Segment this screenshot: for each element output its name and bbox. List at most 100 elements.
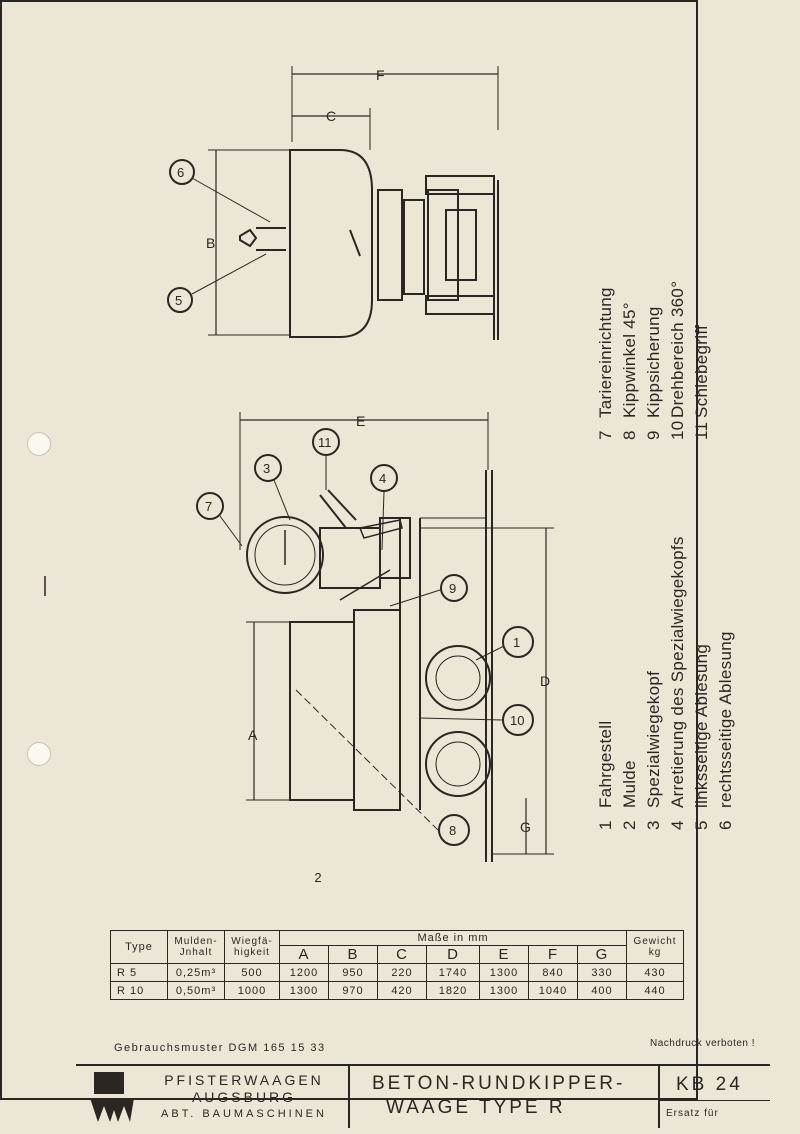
- header-masse: Maße in mm: [279, 930, 627, 946]
- legend-number: 8: [620, 430, 639, 440]
- header-dim-e: E: [479, 945, 529, 964]
- technical-drawing: F C B 6 5 E 3 4 7 11: [167, 66, 554, 862]
- punch-hole: [27, 742, 51, 766]
- header-dim-f: F: [528, 945, 578, 964]
- legend-item: 7Tariereinrichtung: [596, 287, 616, 440]
- table-cell: 420: [377, 981, 427, 1000]
- header-wiegefaehigkeit: Wiegfä- higkeit: [224, 930, 280, 964]
- legend-number: 11: [692, 421, 711, 440]
- legend-number: 9: [644, 430, 663, 440]
- company-name: PFISTERWAAGEN AUGSBURG ABT. BAUMASCHINEN: [142, 1066, 346, 1128]
- table-cell: 0,50m³: [167, 981, 225, 1000]
- header-dim-c: C: [377, 945, 427, 964]
- callout-5: 5: [175, 293, 182, 308]
- title-block: PFISTERWAAGEN AUGSBURG ABT. BAUMASCHINEN…: [76, 1064, 770, 1128]
- legend-item: 5 linksseitige Ablesung: [692, 644, 712, 830]
- table-cell: 500: [224, 963, 280, 982]
- header-type: Type: [110, 930, 168, 964]
- legend-item: 8 Kippwinkel 45°: [620, 302, 640, 440]
- callout-3: 3: [263, 461, 270, 476]
- legend-text: Kippwinkel 45°: [620, 302, 639, 418]
- legend-text: linksseitige Ablesung: [692, 643, 711, 808]
- legend-text: Spezialwiegekopf: [644, 670, 663, 808]
- legend-item: 1Fahrgestell: [596, 721, 616, 830]
- legend-item: 9 Kippsicherung: [644, 306, 664, 440]
- doc-code-cell: KB 24 Ersatz für: [660, 1066, 770, 1128]
- table-cell: 840: [528, 963, 578, 982]
- spec-table: Type Mulden- Jnhalt Wiegfä- higkeit Maße…: [110, 930, 684, 1000]
- table-cell: 1300: [479, 981, 529, 1000]
- callout-7: 7: [205, 499, 212, 514]
- company-line-2: AUGSBURG: [191, 1089, 297, 1105]
- table-cell: 330: [577, 963, 627, 982]
- table-cell: 1300: [479, 963, 529, 982]
- table-cell: 1040: [528, 981, 578, 1000]
- header-dim-a: A: [279, 945, 329, 964]
- header-dim-g: G: [577, 945, 627, 964]
- legend-item: 10 Drehbereich 360°: [668, 281, 688, 440]
- callout-6: 6: [177, 165, 184, 180]
- legend-number: 2: [620, 820, 639, 830]
- ersatz-label: Ersatz für: [666, 1108, 719, 1119]
- header-dim-b: B: [328, 945, 378, 964]
- nachdruck-note: Nachdruck verboten !: [650, 1038, 756, 1049]
- header-mulden-inhalt: Mulden- Jnhalt: [167, 930, 225, 964]
- legend-text: Drehbereich 360°: [668, 280, 687, 418]
- table-cell: 1820: [426, 981, 480, 1000]
- table-cell: 440: [626, 981, 684, 1000]
- legend-number: 4: [668, 820, 687, 830]
- fold-mark: [44, 576, 46, 596]
- legend-number: 3: [644, 820, 663, 830]
- callout-9: 9: [449, 581, 456, 596]
- table-cell: 220: [377, 963, 427, 982]
- callout-11: 11: [318, 435, 332, 450]
- dim-label-e: E: [356, 413, 365, 429]
- table-cell: R 5: [110, 963, 168, 982]
- callout-10: 10: [510, 713, 524, 728]
- dim-label-f: F: [376, 67, 385, 83]
- table-cell: 430: [626, 963, 684, 982]
- legend-item: 4 Arretierung des Spezialwiegekopfs: [668, 536, 688, 830]
- legend-text: Mulde: [620, 760, 639, 808]
- legend-text: Kippsicherung: [644, 306, 663, 418]
- table-cell: R 10: [110, 981, 168, 1000]
- gebrauchsmuster-note: Gebrauchsmuster DGM 165 15 33: [114, 1042, 326, 1054]
- legend-item: 3 Spezialwiegekopf: [644, 671, 664, 830]
- callout-2: 2: [314, 870, 322, 885]
- pfister-logo-icon: [90, 1072, 134, 1122]
- table-cell: 970: [328, 981, 378, 1000]
- legend-number: 7: [596, 430, 615, 440]
- callout-4: 4: [379, 471, 386, 486]
- table-cell: 1740: [426, 963, 480, 982]
- callout-1: 1: [513, 635, 520, 650]
- legend-text: rechtsseitige Ablesung: [716, 631, 735, 808]
- dim-label-b: B: [206, 235, 215, 251]
- company-line-3: ABT. BAUMASCHINEN: [161, 1108, 327, 1120]
- doc-code: KB 24: [676, 1074, 743, 1095]
- legend-number: 1: [596, 820, 615, 830]
- legend-item: 2 Mulde: [620, 760, 640, 830]
- product-line-2: WAAGE TYPE R: [386, 1097, 566, 1118]
- table-cell: 950: [328, 963, 378, 982]
- table-cell: 400: [577, 981, 627, 1000]
- callout-8: 8: [449, 823, 456, 838]
- header-dim-d: D: [426, 945, 480, 964]
- table-cell: 1000: [224, 981, 280, 1000]
- product-title: BETON-RUNDKIPPER- WAAGE TYPE R: [372, 1066, 652, 1128]
- table-cell: 1200: [279, 963, 329, 982]
- legend-number: 10: [668, 420, 687, 440]
- legend-text: Schiebegriff: [692, 324, 711, 418]
- company-logo: [76, 1066, 136, 1128]
- dim-label-a: A: [248, 727, 258, 743]
- legend-text: Arretierung des Spezialwiegekopfs: [668, 536, 687, 808]
- legend-item: 11 Schiebegriff: [692, 325, 712, 440]
- company-line-1: PFISTERWAAGEN: [164, 1072, 324, 1088]
- legend-number: 5: [692, 820, 711, 830]
- dim-label-c: C: [326, 108, 336, 124]
- legend-item: 6 rechtsseitige Ablesung: [716, 631, 736, 830]
- legend-number: 6: [716, 820, 735, 830]
- table-cell: 0,25m³: [167, 963, 225, 982]
- table-cell: 1300: [279, 981, 329, 1000]
